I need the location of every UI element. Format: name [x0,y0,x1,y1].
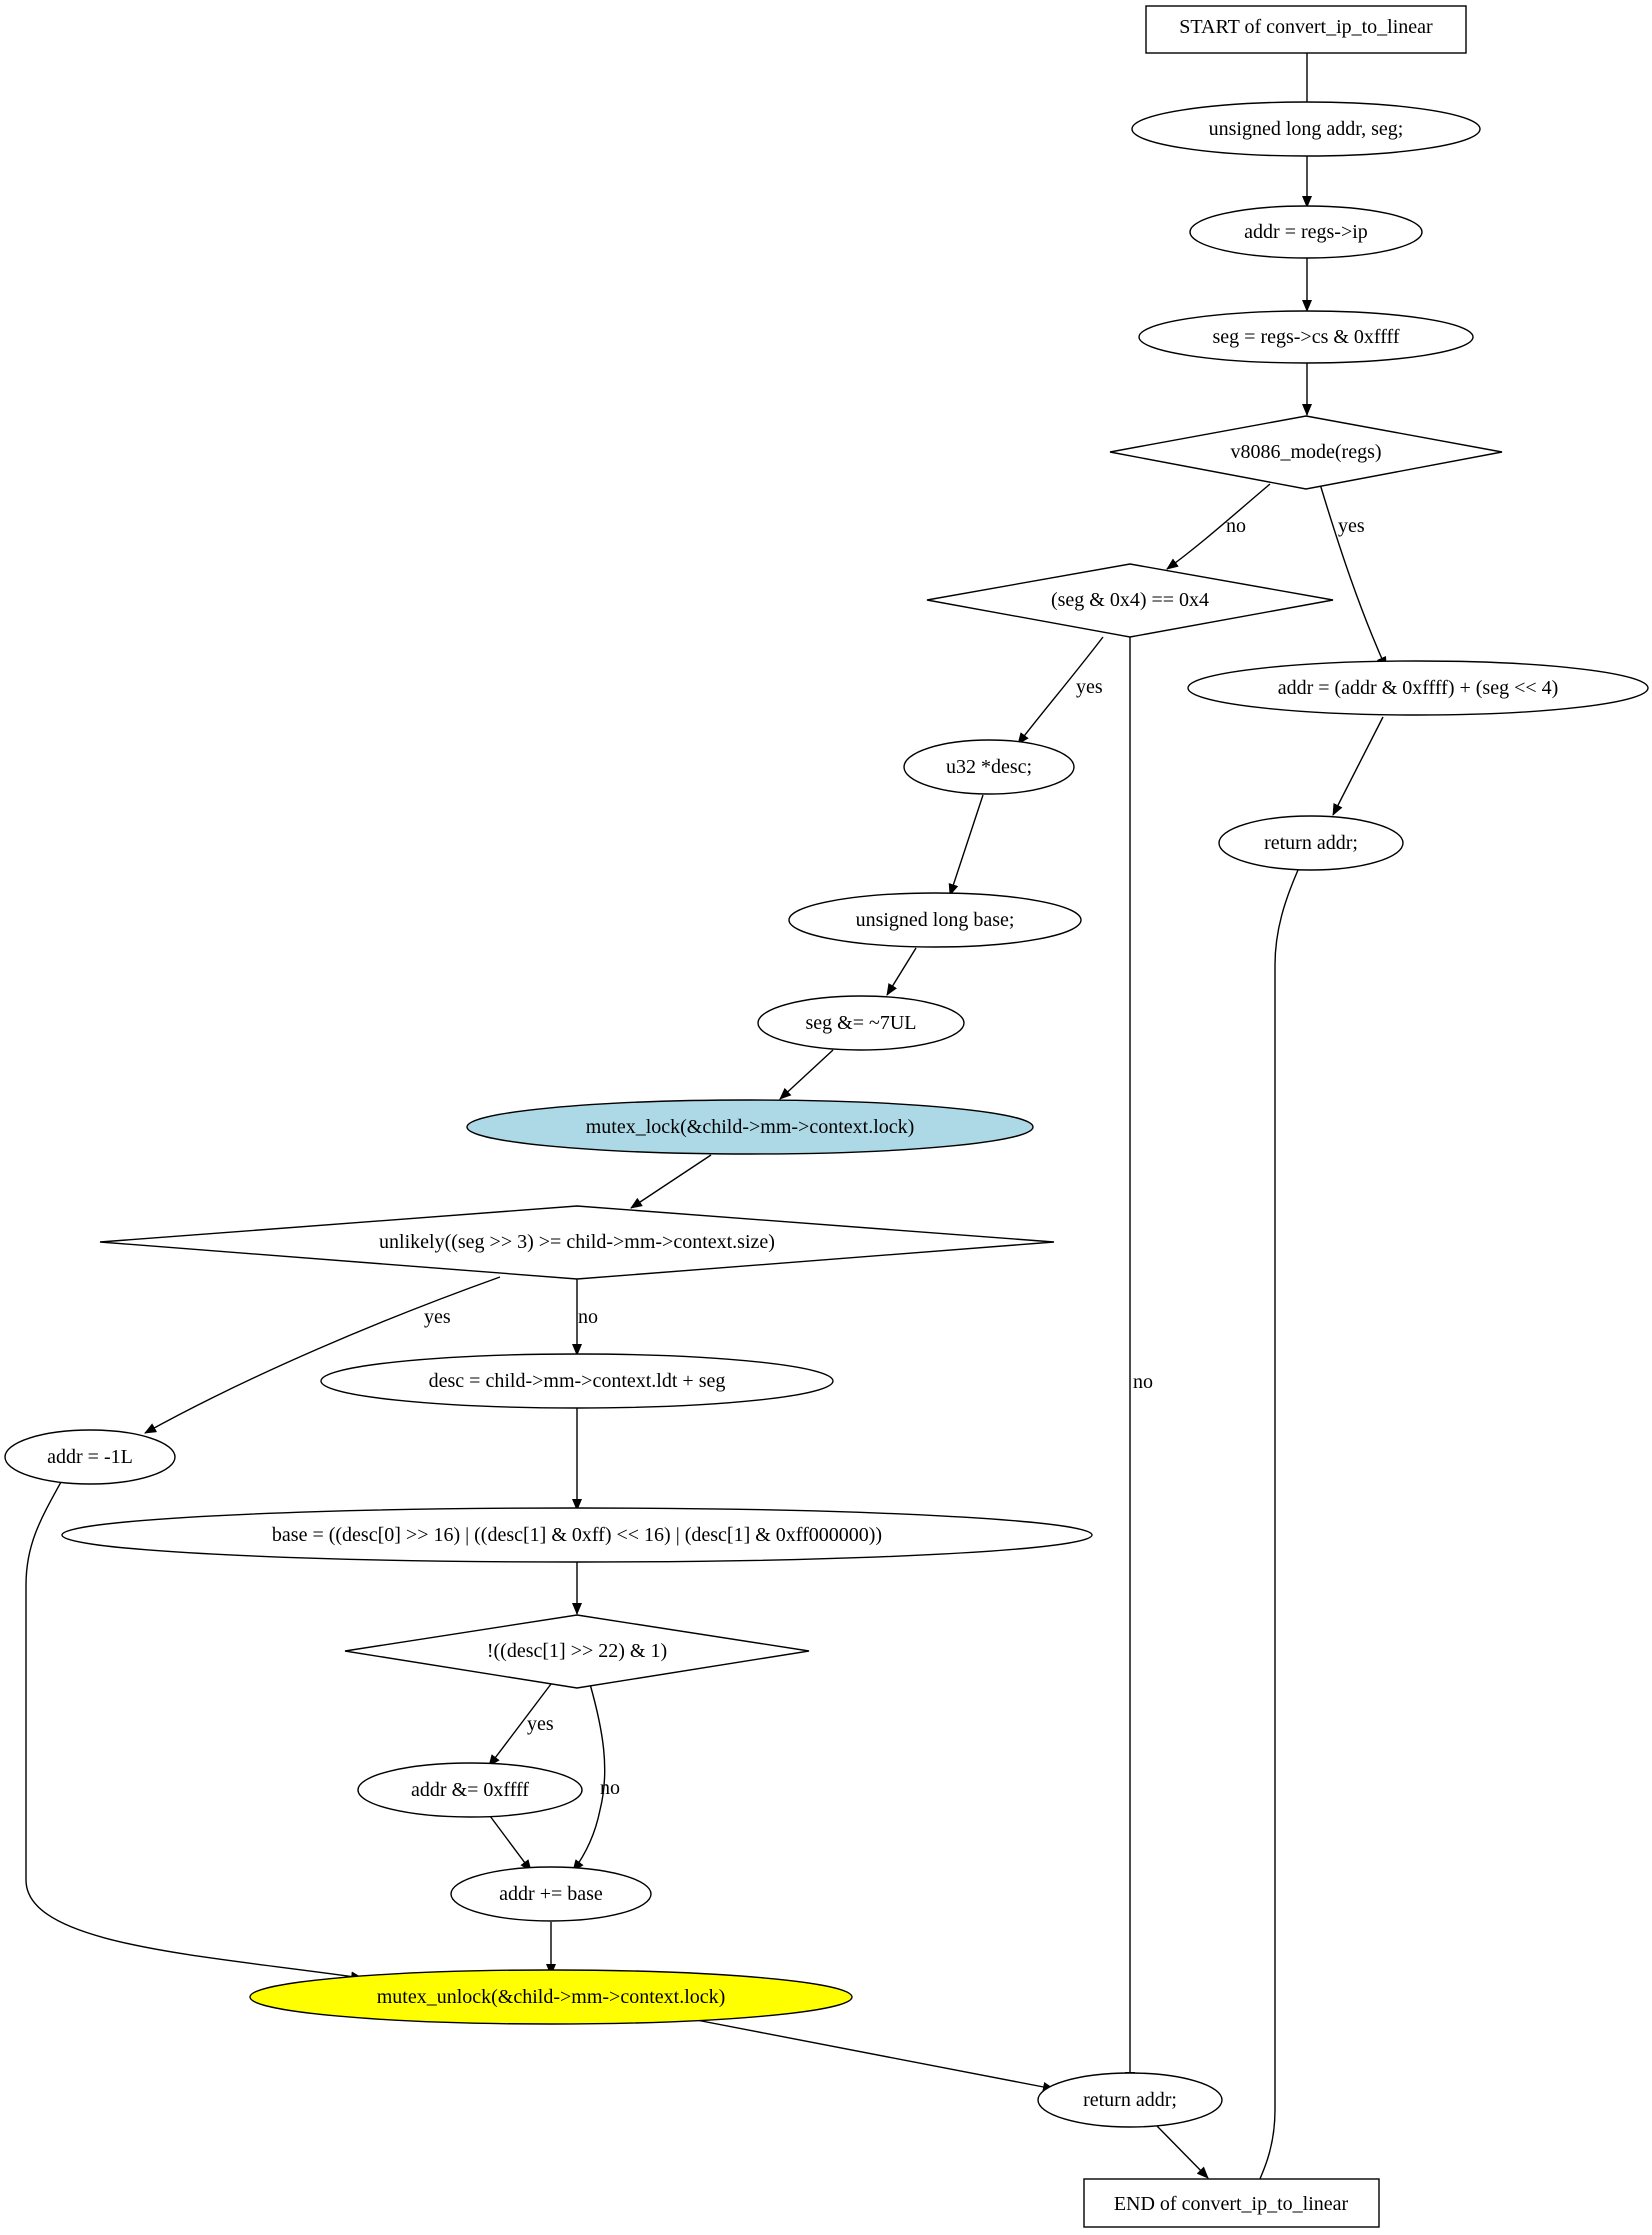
edge-label-unlikely-no: no [578,1306,598,1328]
seg-cs-label: seg = regs->cs & 0xffff [1213,326,1400,348]
addr-neg-label: addr = -1L [47,1446,133,1468]
decl-base-label: unsigned long base; [856,909,1015,931]
edge-label-v8086-yes: yes [1338,515,1365,537]
addr-base-node: addr += base [450,1866,652,1922]
edge-seg-check-yes [1017,636,1104,745]
decl-addr-seg-label: unsigned long addr, seg; [1209,118,1404,140]
edge-label-seg-check-yes: yes [1076,676,1103,698]
addr-mask-label: addr &= 0xffff [411,1779,529,1801]
seg-cs-node: seg = regs->cs & 0xffff [1138,310,1474,364]
v8086-label: v8086_mode(regs) [1230,441,1381,463]
end-node: END of convert_ip_to_linear [1083,2178,1380,2228]
seg-mask-node: seg &= ~7UL [757,995,965,1051]
mutex-unlock-label: mutex_unlock(&child->mm->context.lock) [377,1986,726,2008]
edge-desc-check-no [572,1683,606,1872]
unlikely-decision: unlikely((seg >> 3) >= child->mm->contex… [99,1205,1055,1280]
edge-return-v86-to-end [1249,869,1299,2202]
base-assign-node: base = ((desc[0] >> 16) | ((desc[1] & 0x… [61,1507,1093,1563]
decl-base-node: unsigned long base; [788,892,1082,948]
v8086-decision: v8086_mode(regs) [1109,415,1503,490]
edge-v8086-no [1166,483,1271,570]
edge-desc-check-yes [488,1683,552,1767]
end-node-label: END of convert_ip_to_linear [1114,2193,1349,2215]
edge-base-to-seg-mask [886,947,917,996]
return-v86-node: return addr; [1218,815,1404,871]
edge-desc-to-base [948,794,984,896]
decl-addr-seg-node: unsigned long addr, seg; [1131,101,1481,157]
edge-label-v8086-no: no [1226,515,1246,537]
addr-ip-label: addr = regs->ip [1244,221,1368,243]
edge-addr-v86-to-return [1332,716,1384,816]
mutex-unlock-shape [249,1969,853,2025]
start-node-label: START of convert_ip_to_linear [1179,16,1433,38]
edge-seg-mask-to-mutex-lock [779,1049,834,1100]
addr-v86-node: addr = (addr & 0xffff) + (seg << 4) [1187,660,1649,716]
seg-check-label: (seg & 0x4) == 0x4 [1051,589,1209,611]
edge-label-unlikely-yes: yes [424,1306,451,1328]
edge-mutex-lock-to-unlikely [630,1154,712,1209]
seg-mask-label: seg &= ~7UL [806,1012,917,1034]
desc-check-decision: !((desc[1] >> 22) & 1) [344,1614,810,1689]
return-addr-label: return addr; [1083,2089,1177,2111]
seg-check-decision: (seg & 0x4) == 0x4 [926,563,1334,638]
edge-label-desc-check-yes: yes [527,1713,554,1735]
nodes: START of convert_ip_to_linear unsigned l… [4,5,1649,2228]
edge-label-desc-check-no: no [600,1777,620,1799]
return-v86-label: return addr; [1264,832,1358,854]
decl-desc-node: u32 *desc; [903,739,1075,795]
desc-assign-label: desc = child->mm->context.ldt + seg [429,1370,726,1392]
edge-addr-neg-to-mutex-unlock [25,1481,363,1982]
addr-mask-node: addr &= 0xffff [357,1762,583,1818]
edge-mutex-unlock-to-return [685,2017,1055,2092]
edge-label-seg-check-no: no [1133,1371,1153,1393]
edge-return-to-end [1155,2124,1209,2179]
desc-check-label: !((desc[1] >> 22) & 1) [487,1640,667,1662]
decl-desc-label: u32 *desc; [946,756,1032,778]
edges: no yes yes no yes no yes no [25,53,1387,2202]
edge-unlikely-yes [144,1276,501,1434]
unlikely-label: unlikely((seg >> 3) >= child->mm->contex… [379,1231,775,1253]
addr-ip-node: addr = regs->ip [1189,205,1423,259]
addr-v86-label: addr = (addr & 0xffff) + (seg << 4) [1278,677,1559,699]
mutex-lock-node: mutex_lock(&child->mm->context.lock) [466,1099,1034,1155]
mutex-lock-shape [466,1099,1034,1155]
mutex-lock-label: mutex_lock(&child->mm->context.lock) [586,1116,915,1138]
mutex-unlock-node: mutex_unlock(&child->mm->context.lock) [249,1969,853,2025]
base-assign-label: base = ((desc[0] >> 16) | ((desc[1] & 0x… [272,1524,882,1546]
start-node: START of convert_ip_to_linear [1145,5,1467,54]
addr-base-label: addr += base [499,1883,603,1905]
edge-addr-mask-to-addr-base [489,1815,532,1872]
edge-v8086-yes [1319,483,1387,669]
desc-assign-node: desc = child->mm->context.ldt + seg [320,1353,834,1409]
return-addr-node: return addr; [1037,2072,1223,2128]
addr-neg-node: addr = -1L [4,1429,176,1485]
